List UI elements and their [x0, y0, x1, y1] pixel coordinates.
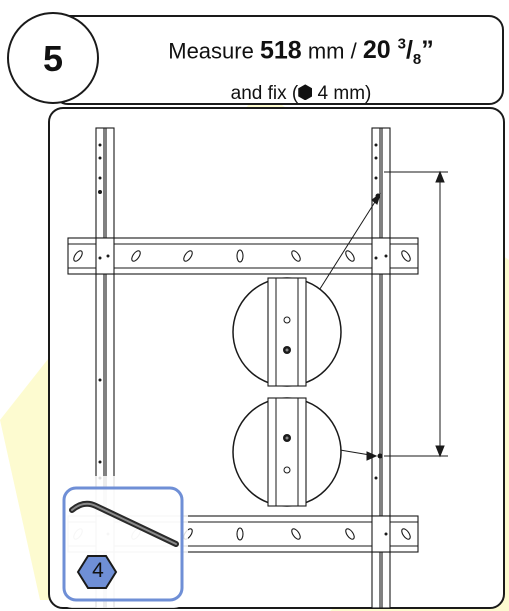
instruction-line-1: Measure 518 mm / 20 3/8”: [100, 28, 502, 77]
step-circle: [7, 12, 99, 104]
metric-unit: mm: [307, 38, 345, 64]
imperial-numerator: 3: [397, 36, 406, 53]
fix-size: 4 mm): [317, 83, 372, 105]
imperial-mark: ”: [421, 36, 434, 65]
metric-value: 518: [259, 36, 302, 65]
hex-size-badge: [76, 555, 118, 589]
imperial-value: 20 3/8”: [362, 36, 434, 69]
detail-circle-upper: [232, 277, 342, 387]
measure-word: Measure: [168, 38, 254, 64]
hex-size-label: 4: [92, 559, 104, 582]
instruction-line-2: and fix ( 4 mm): [100, 77, 502, 111]
hex-bolt-icon: [298, 84, 313, 101]
hex-key-icon: [69, 500, 179, 547]
imperial-denominator: 8: [412, 51, 422, 69]
fix-text: and fix (: [230, 83, 299, 105]
unit-separator: /: [350, 38, 357, 64]
imperial-whole: 20: [362, 36, 391, 65]
leader-lines: [317, 192, 381, 461]
step-number: 5: [43, 38, 63, 79]
measurement-dimension: [384, 170, 448, 458]
instruction-caption: Measure 518 mm / 20 3/8” and fix ( 4 mm): [100, 28, 502, 111]
detail-circle-lower: [232, 397, 342, 507]
